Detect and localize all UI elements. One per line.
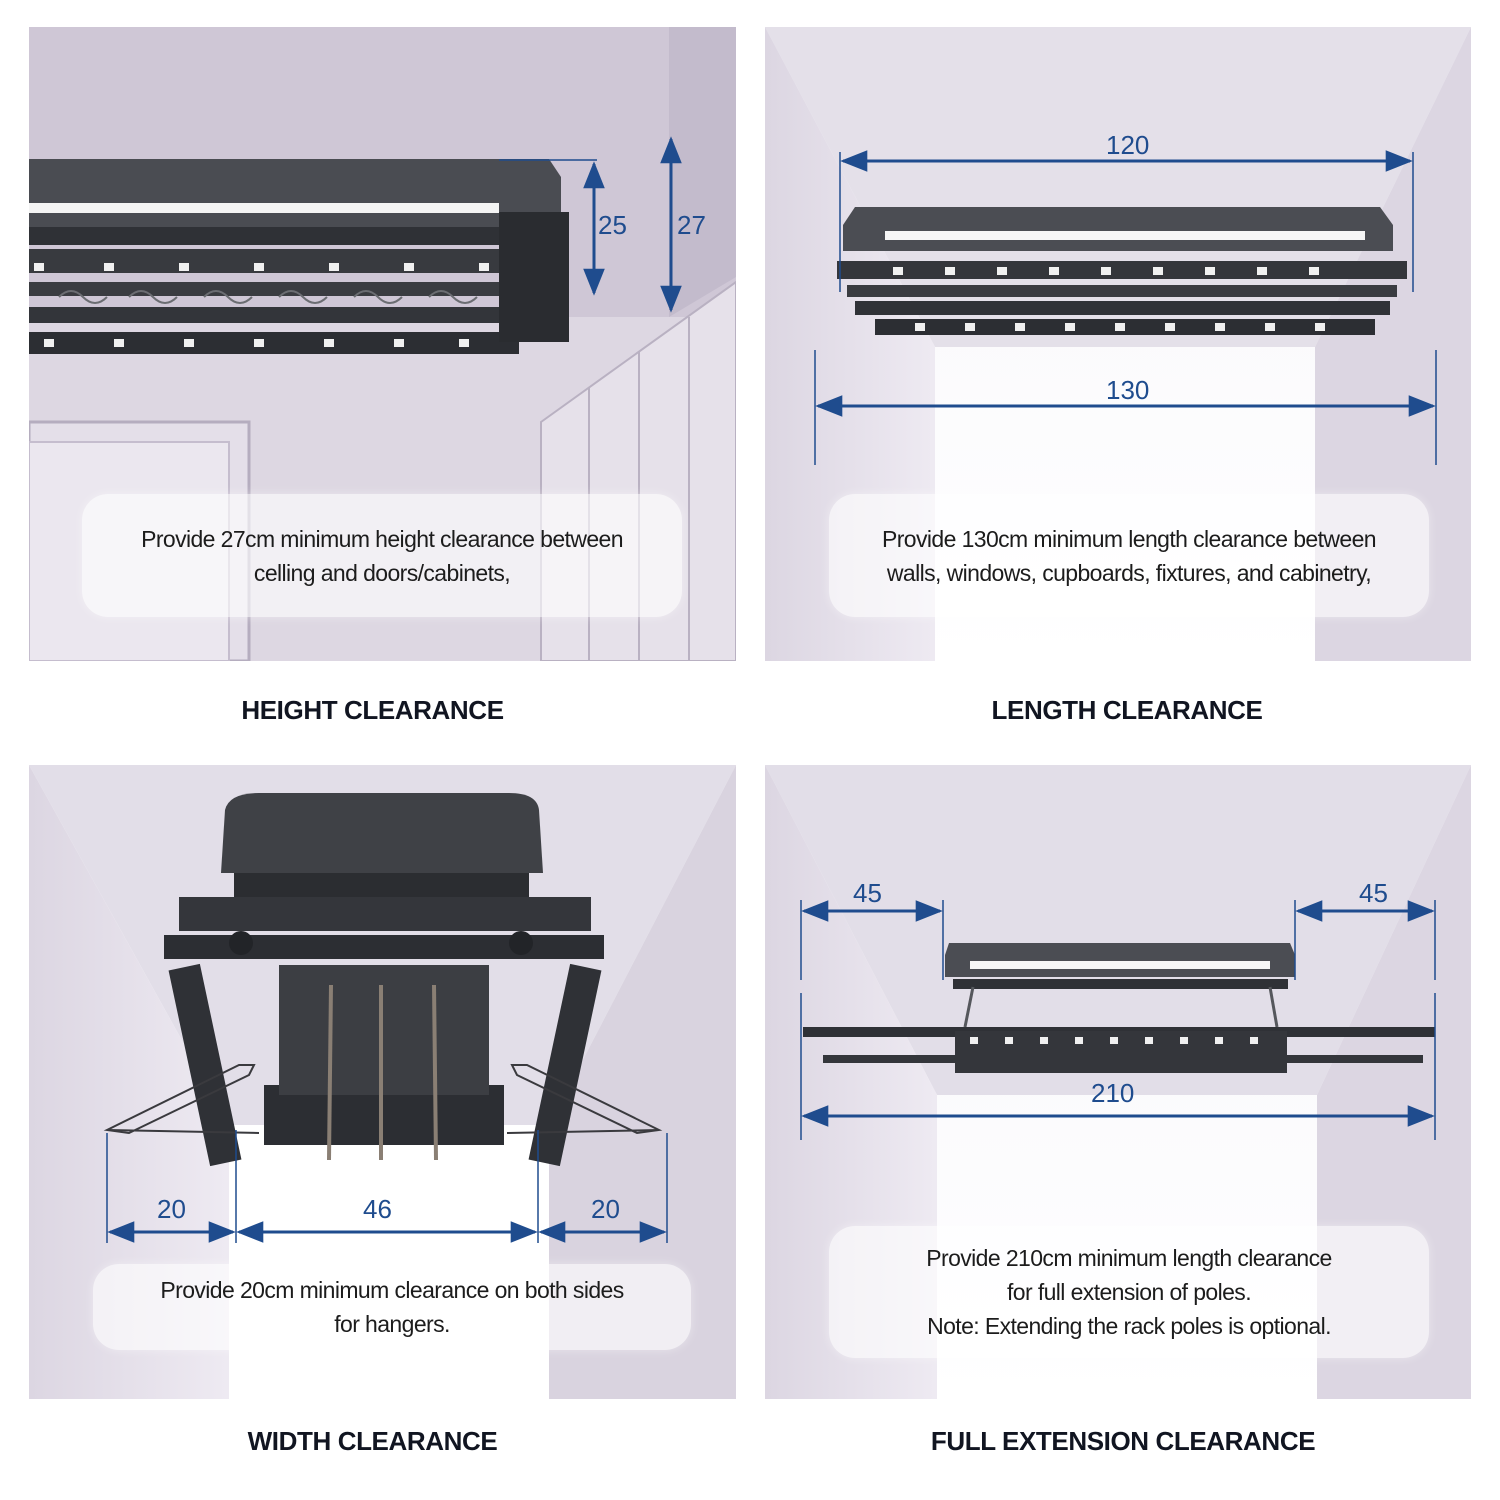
dim-label-right: 20 — [591, 1194, 620, 1224]
note-line: celling and doors/cabinets, — [253, 559, 511, 586]
dim-label-outer: 27 — [677, 210, 706, 240]
note-line: walls, windows, cupboards, fixtures, and… — [886, 559, 1372, 586]
extension-note-box: Provide 210cm minimum length clearance f… — [829, 1226, 1429, 1358]
length-clearance-panel: 120 130 Provide 130cm minimum length cle… — [765, 27, 1471, 661]
pole-pattern — [58, 290, 478, 304]
length-clearance-title: LENGTH CLEARANCE — [991, 695, 1263, 725]
width-note-box: Provide 20cm minimum clearance on both s… — [93, 1264, 691, 1350]
note-line: for hangers. — [334, 1311, 450, 1337]
height-clearance-title: HEIGHT CLEARANCE — [241, 695, 504, 725]
note-line: Provide 20cm minimum clearance on both s… — [160, 1277, 624, 1303]
dim-label-total: 210 — [1091, 1078, 1134, 1108]
dim-label-left: 45 — [853, 878, 882, 908]
dim-label-inner: 25 — [598, 210, 627, 240]
note-line: for full extension of poles. — [1006, 1279, 1252, 1305]
extension-clearance-panel: 45 45 210 Provide 210cm minimum length c… — [765, 765, 1471, 1399]
width-scene: 20 46 20 — [29, 765, 736, 1399]
length-note-box: Provide 130cm minimum length clearance b… — [829, 494, 1429, 617]
height-clearance-panel: 25 27 Provide 27cm minimum height cleara… — [29, 27, 736, 661]
note-line: Provide 210cm minimum length clearance — [926, 1245, 1332, 1271]
hook-row — [34, 263, 489, 347]
height-scene: 25 27 — [29, 27, 736, 661]
extension-clearance-title: FULL EXTENSION CLEARANCE — [930, 1426, 1316, 1456]
dim-label-bottom: 130 — [1106, 375, 1149, 405]
note-line: Note: Extending the rack poles is option… — [927, 1313, 1331, 1339]
width-clearance-title: WIDTH CLEARANCE — [247, 1426, 498, 1456]
dim-label-center: 46 — [363, 1194, 392, 1224]
note-line: Provide 27cm minimum height clearance be… — [141, 525, 623, 552]
height-note-box: Provide 27cm minimum height clearance be… — [82, 494, 682, 617]
dim-label-top: 120 — [1106, 130, 1149, 160]
dim-label-right: 45 — [1359, 878, 1388, 908]
width-clearance-panel: 20 46 20 Provide 20cm minimum clearance … — [29, 765, 736, 1399]
dim-label-left: 20 — [157, 1194, 186, 1224]
note-line: Provide 130cm minimum length clearance b… — [882, 525, 1377, 552]
